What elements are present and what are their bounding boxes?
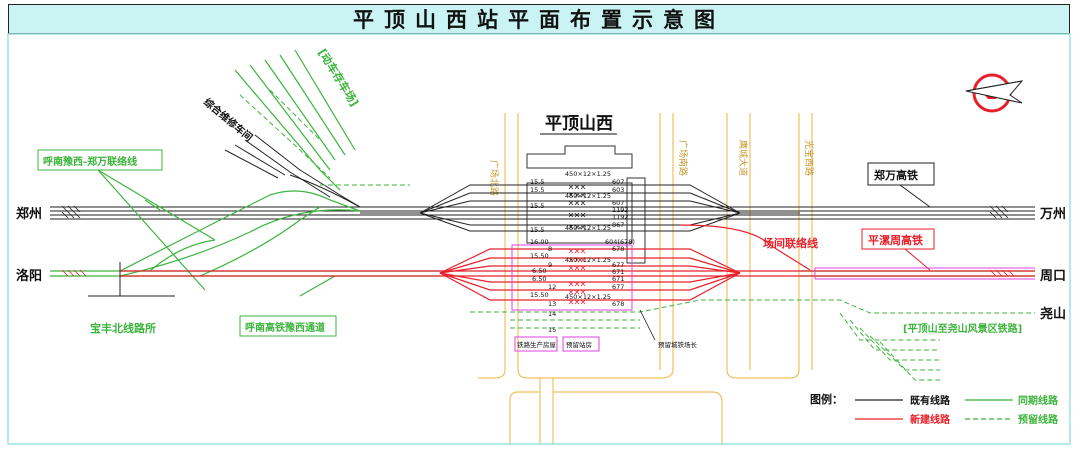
track-number: 15.5: [530, 186, 544, 194]
track-count: 1192: [612, 213, 629, 221]
track-number: 15.5: [530, 226, 544, 234]
city-zhoukou: 周口: [1040, 269, 1066, 284]
station-building: [526, 145, 646, 264]
platform-spec-1: 450×12×1.25: [565, 170, 611, 178]
platform-spec-2: 450×12×1.25: [565, 192, 611, 200]
track-count-604: 604(678): [605, 238, 635, 246]
label-zhengwan-hsr: 郑万高铁: [874, 168, 918, 182]
facility-boxes: [514, 336, 600, 352]
track-number: 15: [548, 326, 556, 334]
rail-production-label: 铁路生产房屋: [517, 340, 557, 349]
road-label-guangbao-west: 光宝西路: [803, 140, 815, 176]
label-pingluozhou-hsr: 平漯周高铁: [868, 233, 923, 247]
label-maintenance-shed: 综合维修车间: [201, 95, 255, 144]
legend-existing: 既有线路: [910, 394, 951, 407]
road-label-guangchang-south: 广场南路: [677, 140, 689, 176]
platform-spec-4: 450×12×1.25: [565, 256, 611, 264]
track-number: 15.5: [530, 202, 544, 210]
track-number: 14: [548, 310, 556, 318]
track-number: 16.00: [530, 238, 549, 246]
reserved-track-rows-label: 预留城铁场长: [658, 340, 698, 349]
city-yaoshan: 尧山: [1040, 306, 1066, 322]
track-number: 8: [548, 245, 552, 253]
label-baofeng-post: 宝丰北线路所: [90, 321, 156, 335]
pingluozhou-label-box: [861, 228, 935, 250]
track-count: 678: [612, 245, 624, 253]
zhengwan-label-box: [867, 162, 935, 186]
hunan-channel-label-box: [239, 315, 337, 337]
page-title: 平顶山西站平面布置示意图: [353, 8, 725, 32]
road-label-guangchang-north: 广场北路: [488, 160, 500, 196]
label-hunan-link: 呼南豫西-郑万联络线: [43, 155, 137, 168]
city-zhengzhou: 郑州: [16, 206, 42, 222]
road-label-yingcheng: 鹰城大道: [737, 140, 749, 176]
track-number: 12: [548, 283, 556, 291]
pingluozhou-leader: [904, 248, 931, 271]
label-emu-depot: [动车存车场]: [315, 46, 361, 109]
facility-leader: [639, 309, 656, 341]
platform-spec-3: 450×12×1.25: [565, 224, 611, 232]
track-count: 678: [612, 300, 624, 308]
track-number: 15.50: [530, 252, 549, 260]
track-number: 13: [548, 300, 556, 308]
legend-same-period: 同期线路: [1018, 394, 1059, 407]
track-count: 603: [612, 186, 624, 194]
title-bar: 平顶山西站平面布置示意图: [8, 4, 1070, 34]
track-count: 677: [612, 261, 624, 269]
track-number: 15.5: [530, 178, 544, 186]
switch-marks: [61, 184, 1009, 230]
track-count: 671: [612, 268, 624, 276]
track-count: 1192: [612, 206, 629, 214]
legend-title: 图例：: [810, 392, 843, 406]
track-annotations: 450×12×1.25 450×12×1.25 450×12×1.25 450×…: [530, 170, 635, 334]
pingluozhou-corridor: [511, 244, 1035, 311]
new-built-lines: [120, 224, 1035, 301]
existing-mainline: [50, 134, 1035, 232]
legend-reserved: 预留线路: [1018, 413, 1059, 426]
zhengwan-leader: [899, 184, 931, 208]
facility-labels: 铁路生产房屋 预留站房 预留城铁场长: [517, 340, 698, 349]
city-luoyang: 洛阳: [16, 268, 42, 284]
diagram-border: [7, 33, 1071, 445]
road-labels: 广场北路 广场南路 鹰城大道 光宝西路: [488, 140, 815, 196]
track-count: 607: [612, 199, 624, 207]
track-count: 677: [612, 283, 624, 291]
track-number: 9: [548, 261, 552, 269]
station-name: 平顶山西: [545, 114, 613, 134]
track-number: 6.50: [532, 275, 546, 283]
track-number: 6.50: [532, 267, 546, 275]
label-scenic-railway: [平顶山至尧山风景区铁路]: [903, 322, 1022, 335]
reserved-station-label: 预留站房: [566, 340, 592, 349]
legend: 图例： 既有线路 同期线路 新建线路 预留线路: [810, 392, 1059, 426]
legend-new-built: 新建线路: [910, 413, 951, 426]
city-wanzhou: 万州: [1039, 207, 1066, 222]
track-count: 607: [612, 178, 624, 186]
track-number: 15.50: [530, 291, 549, 299]
platform-spec-5: 450×12×1.25: [565, 293, 611, 301]
hunan-link-label-box: [37, 149, 163, 171]
red-switch-marks: [61, 248, 1015, 305]
city-labels: 郑州 万州 洛阳 周口 尧山: [16, 206, 1066, 322]
reserved-lines: [239, 89, 1035, 381]
railway-logo-icon: [965, 73, 1024, 113]
roads: [478, 113, 813, 444]
track-count: 867: [612, 221, 624, 229]
label-hunan-channel: 呼南高铁豫西通道: [245, 321, 325, 334]
label-inter-yard-link: 场间联络线: [763, 236, 818, 250]
track-count: 671: [612, 275, 624, 283]
